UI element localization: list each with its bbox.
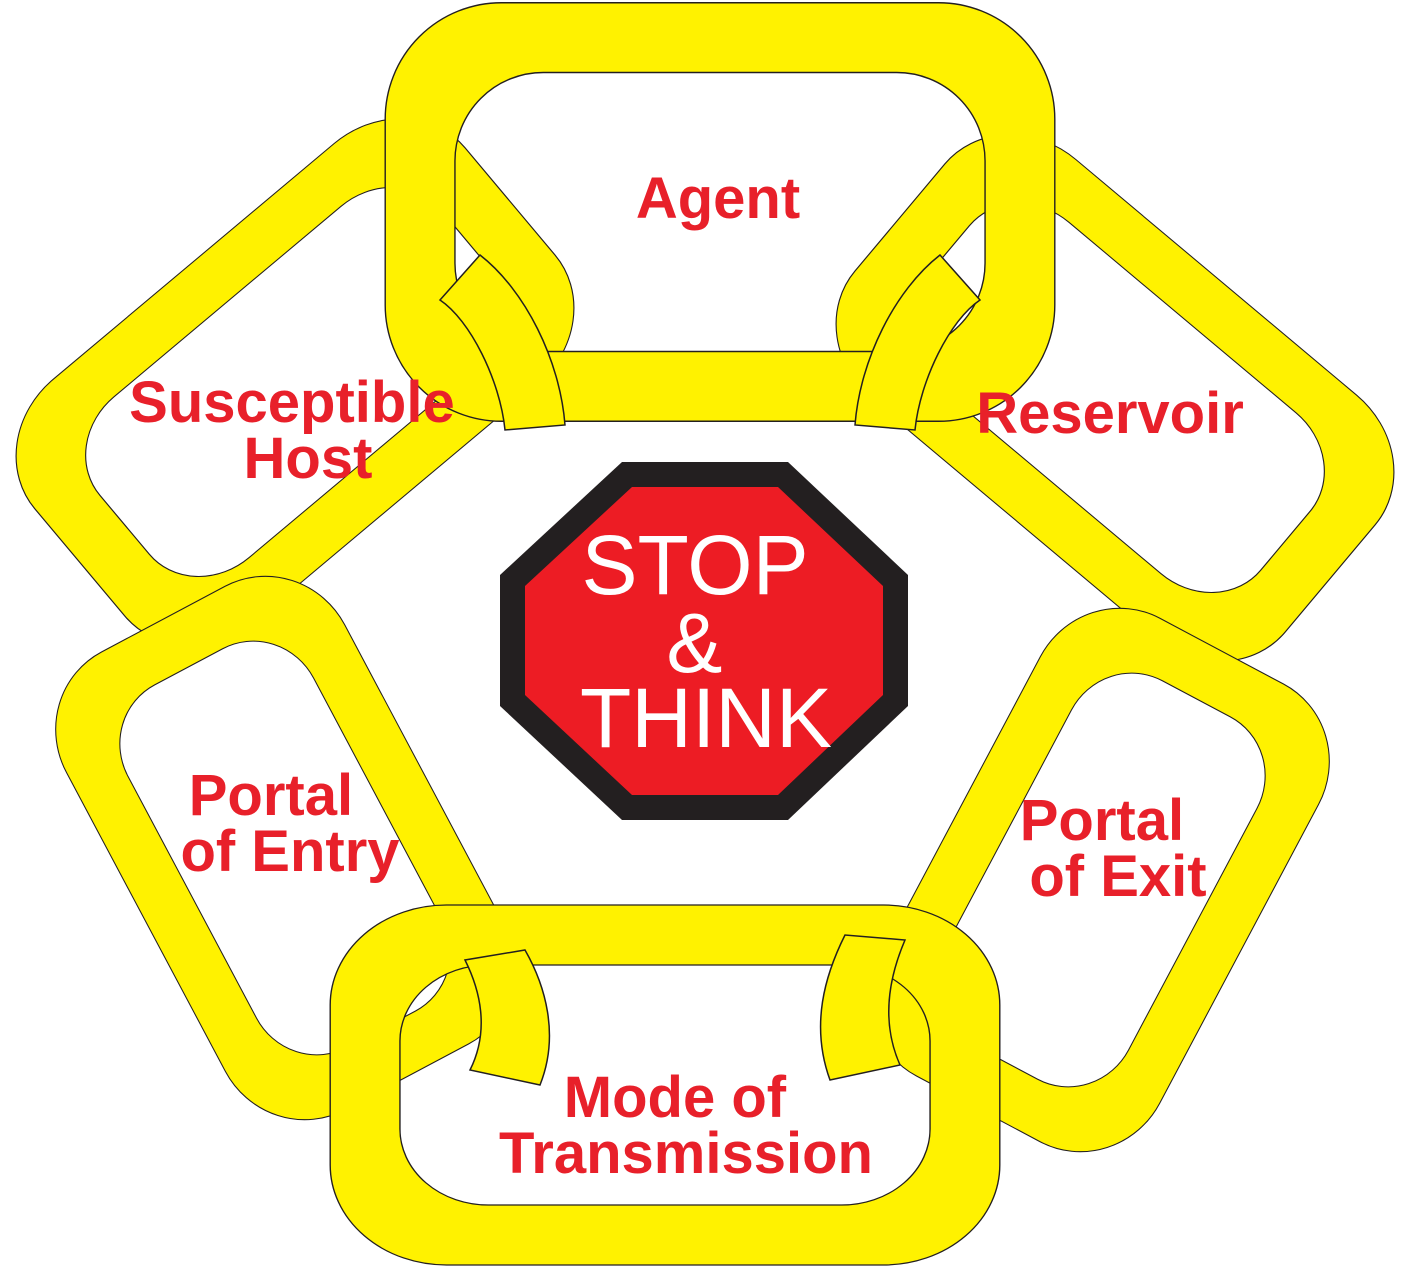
chain-overlap-right-top	[854, 253, 982, 431]
stop-sign-line-3: THINK	[580, 671, 832, 765]
label-susceptible-host-line-2: Host	[244, 426, 373, 491]
label-susceptible-host: Susceptible Host	[129, 370, 471, 491]
label-portal-of-entry: Portal of Entry	[180, 763, 399, 884]
stop-sign: STOP & THINK	[500, 462, 908, 820]
stop-sign-line-1: STOP	[581, 518, 807, 612]
label-mode-of-transmission: Mode of Transmission	[499, 1065, 873, 1186]
chain-overlap-left-bottom	[463, 949, 551, 1086]
label-susceptible-host-line-1: Susceptible	[129, 370, 455, 435]
chain-overlap-left-top	[438, 253, 566, 431]
stop-sign-text: STOP & THINK	[580, 518, 832, 765]
label-portal-of-exit: Portal of Exit	[1020, 788, 1207, 909]
label-portal-of-exit-line-2: of Exit	[1029, 844, 1206, 909]
label-agent: Agent	[636, 166, 800, 231]
label-agent-line-1: Agent	[636, 166, 800, 231]
label-portal-of-entry-line-2: of Entry	[180, 819, 399, 884]
label-reservoir: Reservoir	[976, 381, 1244, 446]
label-mode-of-transmission-line-1: Mode of	[564, 1065, 787, 1130]
stop-sign-line-2: &	[666, 596, 722, 690]
chain-overlap-right-bottom	[819, 934, 907, 1081]
label-portal-of-entry-line-1: Portal	[189, 763, 353, 828]
label-portal-of-exit-line-1: Portal	[1020, 788, 1184, 853]
stop-sign-face	[525, 487, 883, 795]
label-mode-of-transmission-line-2: Transmission	[499, 1121, 873, 1186]
label-reservoir-line-1: Reservoir	[976, 381, 1244, 446]
